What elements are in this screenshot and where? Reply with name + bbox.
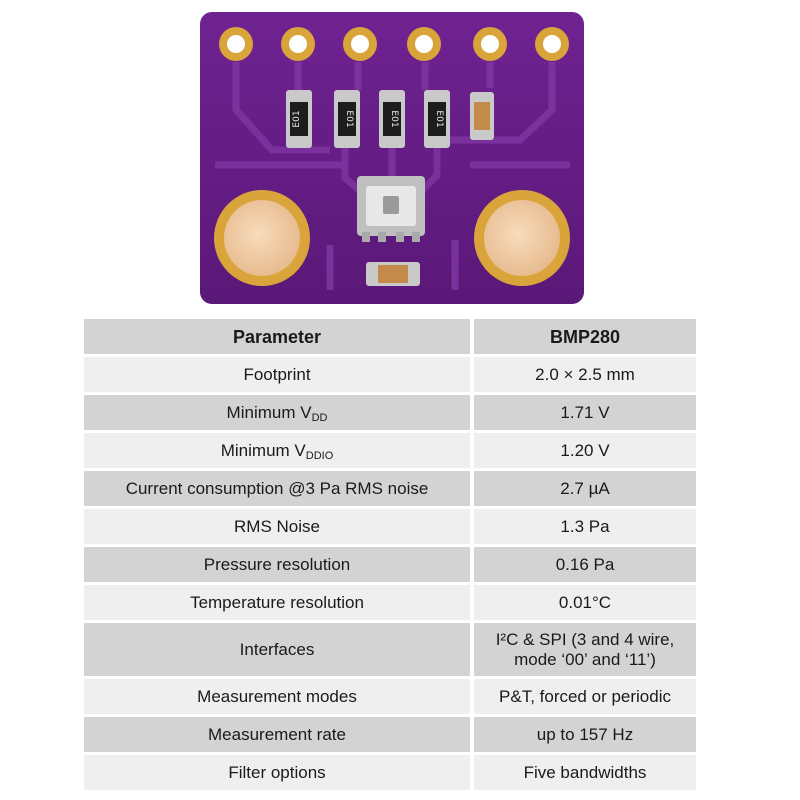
row-label: Measurement rate	[84, 717, 474, 752]
row-label: Temperature resolution	[84, 585, 474, 620]
row-label: Current consumption @3 Pa RMS noise	[84, 471, 474, 506]
table-row: Current consumption @3 Pa RMS noise 2.7 …	[84, 471, 696, 506]
row-label: Filter options	[84, 755, 474, 790]
table-row: Footprint 2.0 × 2.5 mm	[84, 357, 696, 392]
row-value: P&T, forced or periodic	[474, 679, 696, 714]
table-row: Measurement modes P&T, forced or periodi…	[84, 679, 696, 714]
row-value: I²C & SPI (3 and 4 wire,mode ‘00’ and ‘1…	[474, 623, 696, 676]
row-value: up to 157 Hz	[474, 717, 696, 752]
capacitor-top	[470, 92, 494, 140]
resistors: E01 E01 E01 E01	[286, 90, 450, 148]
header-value: BMP280	[474, 319, 696, 354]
header-pins	[219, 27, 569, 61]
pcb-illustration: E01 E01 E01 E01	[200, 12, 584, 304]
resistor-code: E01	[344, 110, 354, 127]
resistor-code: E01	[434, 110, 444, 127]
table-row: Minimum VDD 1.71 V	[84, 395, 696, 430]
table-row: Temperature resolution 0.01°C	[84, 585, 696, 620]
table-row: Minimum VDDIO 1.20 V	[84, 433, 696, 468]
row-value: 1.71 V	[474, 395, 696, 430]
pressure-sensor-chip	[357, 176, 425, 242]
row-value: 2.7 µA	[474, 471, 696, 506]
row-value: 0.16 Pa	[474, 547, 696, 582]
header-parameter: Parameter	[84, 319, 474, 354]
table-header-row: Parameter BMP280	[84, 319, 696, 354]
table-row: Pressure resolution 0.16 Pa	[84, 547, 696, 582]
table-row: RMS Noise 1.3 Pa	[84, 509, 696, 544]
sensor-board-photo: E01 E01 E01 E01	[0, 0, 800, 312]
row-value: 0.01°C	[474, 585, 696, 620]
row-label: Pressure resolution	[84, 547, 474, 582]
row-label: Measurement modes	[84, 679, 474, 714]
row-label: Interfaces	[84, 623, 474, 676]
row-value: 1.20 V	[474, 433, 696, 468]
pcb-traces	[215, 62, 570, 290]
table-row: Interfaces I²C & SPI (3 and 4 wire,mode …	[84, 623, 696, 676]
row-value: Five bandwidths	[474, 755, 696, 790]
row-label: Footprint	[84, 357, 474, 392]
row-value: 2.0 × 2.5 mm	[474, 357, 696, 392]
mounting-holes	[214, 190, 570, 286]
row-label: Minimum VDD	[84, 395, 474, 430]
capacitor-bottom	[366, 262, 420, 286]
resistor-code: E01	[389, 110, 399, 127]
table-row: Filter options Five bandwidths	[84, 755, 696, 790]
resistor-code: E01	[292, 110, 302, 127]
row-label: RMS Noise	[84, 509, 474, 544]
row-label: Minimum VDDIO	[84, 433, 474, 468]
spec-table: Parameter BMP280 Footprint 2.0 × 2.5 mm …	[84, 316, 696, 793]
table-row: Measurement rate up to 157 Hz	[84, 717, 696, 752]
row-value: 1.3 Pa	[474, 509, 696, 544]
